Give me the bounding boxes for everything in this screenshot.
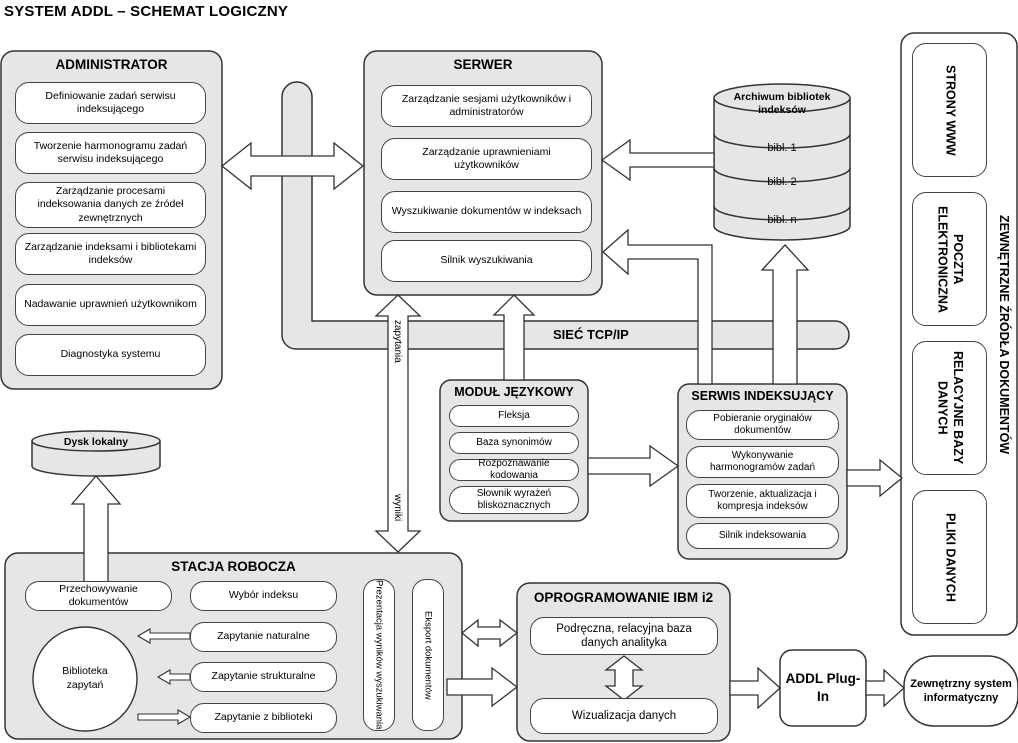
przechowywanie-pill: Przechowywanie dokumentów — [25, 581, 172, 611]
zapytania-label: zapytania — [392, 320, 403, 363]
serwis-item-3: Tworzenie, aktualizacja i kompresja inde… — [686, 484, 839, 518]
modul-item-4: Słownik wyrażeń bliskoznacznych — [449, 486, 579, 514]
serwis-item-4: Silnik indeksowania — [686, 523, 839, 549]
stacja-ibm-arrow — [460, 618, 519, 648]
eksport-dokumentow-pill: Eksport dokumentów — [412, 579, 444, 731]
zewnetrzny-system-box — [903, 655, 1018, 727]
ibm-wizualizacja-pill: Wizualizacja danych — [530, 698, 718, 734]
zapytanie-z-biblioteki-pill: Zapytanie z biblioteki — [190, 703, 337, 733]
admin-item-4: Zarządzanie indeksami i bibliotekami ind… — [15, 233, 206, 275]
archiwum-bibl-n: bibl. n — [767, 214, 797, 226]
admin-item-2: Tworzenie harmonogramu zadań serwisu ind… — [15, 132, 206, 174]
modul-serwis-arrow — [587, 444, 680, 488]
modul-item-1: Fleksja — [449, 405, 579, 427]
admin-item-6: Diagnostyka systemu — [15, 334, 206, 376]
archiwum-bibl-1: bibl. 1 — [767, 142, 797, 154]
archiwum-title: Archiwum bibliotek indeksów — [733, 91, 831, 116]
serwer-item-3: Wyszukiwanie dokumentów w indeksach — [381, 191, 592, 233]
zapytanie-biblioteka-arrow — [137, 709, 192, 725]
biblioteka-label: Biblioteka zapytań — [62, 665, 108, 691]
serwer-item-4: Silnik wyszukiwania — [381, 240, 592, 282]
archiwum-bibl-2: bibl. 2 — [767, 176, 797, 188]
zrodlo-poczta: POCZTA ELEKTRONICZNA — [912, 192, 987, 326]
serwis-serwer-arrow — [602, 228, 713, 385]
zapytanie-naturalne-pill: Zapytanie naturalne — [190, 622, 337, 652]
ibm-baza-pill: Podręczna, relacyjna baza danych anality… — [530, 617, 718, 655]
modul-serwer-arrow — [492, 294, 536, 381]
biblioteka-circle — [32, 626, 138, 732]
modul-item-3: Rozpoznawanie kodowania — [449, 458, 579, 481]
plugin-zewnetrzny-arrow — [865, 668, 905, 708]
zewnetrzne-serwis-arrow — [846, 458, 904, 498]
zewnetrzne-panel — [900, 32, 1018, 636]
admin-serwer-arrow — [220, 141, 365, 191]
zrodlo-relacyjne-bazy: RELACYJNE BAZY DANYCH — [912, 341, 987, 475]
wyniki-label: wyniki — [392, 494, 403, 522]
modul-title: MODUŁ JĘZYKOWY — [454, 385, 574, 399]
serwis-item-2: Wykonywanie harmonogramów zadań — [686, 446, 839, 478]
admin-item-1: Definiowanie zadań serwisu indeksującego — [15, 82, 206, 124]
zapytania-wyniki-arrow — [374, 294, 422, 553]
zrodlo-strony-www: STRONY WWW — [912, 43, 987, 177]
modul-item-2: Baza synonimów — [449, 432, 579, 454]
zapytanie-strukturalne-pill: Zapytanie strukturalne — [190, 662, 337, 692]
admin-item-3: Zarządzanie procesami indeksowania danyc… — [15, 182, 206, 228]
archiwum-database-icon — [713, 83, 851, 241]
serwer-item-1: Zarządzanie sesjami użytkowników i admin… — [381, 85, 592, 127]
dysk-label: Dysk lokalny — [63, 436, 129, 448]
serwer-title: SERWER — [453, 57, 513, 72]
page-title: SYSTEM ADDL – SCHEMAT LOGICZNY — [4, 3, 289, 20]
plugin-label: ADDL Plug-In — [785, 671, 861, 704]
ibm-plugin-arrow — [729, 666, 781, 710]
zrodlo-pliki-danych: PLIKI DANYCH — [912, 490, 987, 624]
admin-item-5: Nadawanie uprawnień użytkownikom — [15, 284, 206, 326]
administrator-title: ADMINISTRATOR — [55, 57, 168, 72]
siec-label: SIEĆ TCP/IP — [553, 327, 629, 342]
zewnetrzne-title: ZEWNĘTRZNE ŹRÓDŁA DOKUMENTÓW — [996, 215, 1011, 455]
archive-serwer-arrow — [600, 138, 715, 182]
ibm-title: OPROGRAMOWANIE IBM i2 — [533, 590, 714, 605]
serwis-item-1: Pobieranie oryginałów dokumentów — [686, 410, 839, 440]
eksport-ibm-arrow — [446, 666, 519, 708]
dysk-lokalny-icon — [31, 430, 161, 477]
wybor-indeksu-pill: Wybór indeksu — [190, 581, 337, 611]
zewnetrzny-system-label: Zewnętrzny system informatyczny — [910, 677, 1012, 704]
serwis-title: SERWIS INDEKSUJĄCY — [691, 389, 834, 403]
serwis-archive-arrow — [760, 244, 810, 385]
serwer-item-2: Zarządzanie uprawnieniami użytkowników — [381, 138, 592, 180]
prezentacja-wynikow-pill: Prezentacja wyników wyszukiwania — [363, 579, 395, 731]
stacja-title: STACJA ROBOCZA — [171, 559, 296, 574]
